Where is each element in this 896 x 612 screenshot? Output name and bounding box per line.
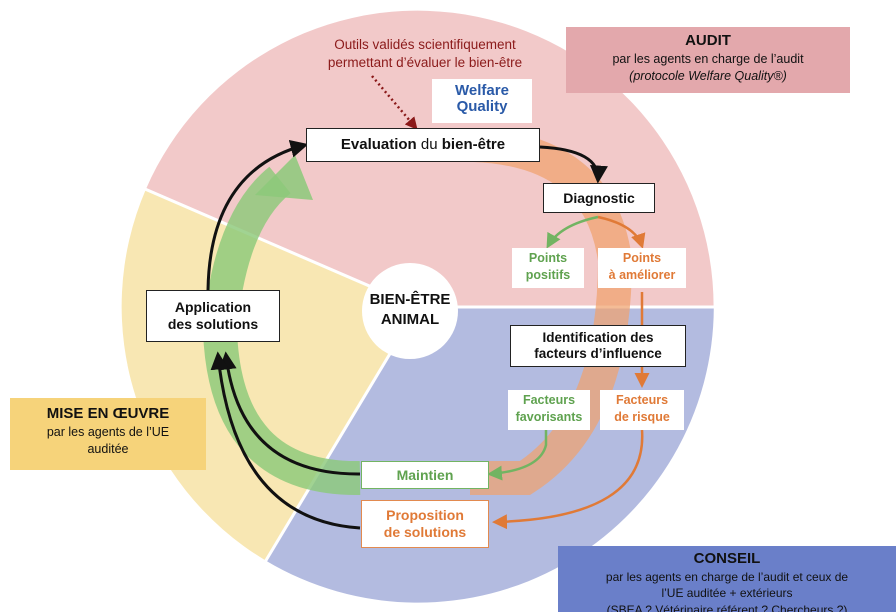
application-box: Application des solutions: [146, 290, 280, 342]
tools-note: Outils validés scientifiquement permetta…: [290, 36, 560, 72]
conseil-line1: par les agents en charge de l’audit et c…: [605, 570, 849, 585]
arrow-diagnostic-to-ameliorer: [597, 215, 646, 249]
arrow-favorisants-to-maintien: [487, 428, 548, 481]
evaluation-box: Evaluation du bien-être: [306, 128, 540, 162]
facteurs-risque-label: Facteurs de risque: [600, 390, 684, 430]
points-ameliorer-line2: à améliorer: [608, 267, 676, 282]
conseil-title: CONSEIL: [693, 550, 761, 567]
audit-line2: (protocole Welfare Quality®): [629, 69, 787, 84]
maintien-label: Maintien: [396, 466, 454, 483]
arrow-tools-to-evaluation: [371, 75, 418, 130]
mise-en-oeuvre-line2: auditée: [87, 442, 129, 457]
identification-box: Identification des facteurs d’influence: [510, 325, 686, 367]
points-positifs-line2: positifs: [525, 267, 571, 282]
mise-en-oeuvre-title: MISE EN ŒUVRE: [46, 405, 170, 422]
audit-line1: par les agents en charge de l’audit: [612, 52, 804, 67]
diagnostic-label: Diagnostic: [563, 189, 635, 206]
proposition-box: Proposition de solutions: [361, 500, 489, 548]
green-flow-band-head: [255, 155, 313, 200]
arrow-to-evaluation: [206, 139, 309, 291]
points-positifs-label: Points positifs: [512, 248, 584, 288]
mise-en-oeuvre-panel: MISE EN ŒUVRE par les agents de l’UE aud…: [10, 398, 206, 470]
arrow-risque-to-proposition: [492, 429, 644, 530]
conseil-panel: CONSEIL par les agents en charge de l’au…: [558, 546, 896, 612]
tools-note-line2: permettant d’évaluer le bien-être: [327, 55, 523, 71]
conseil-line2: l’UE auditée + extérieurs: [661, 586, 793, 601]
audit-panel: AUDIT par les agents en charge de l’audi…: [566, 27, 850, 93]
logo-line1: Welfare: [455, 82, 509, 99]
points-positifs-line1: Points: [528, 251, 568, 265]
evaluation-du: du: [416, 136, 442, 153]
facteurs-risque-line1: Facteurs: [615, 393, 669, 407]
evaluation-word: Evaluation: [340, 136, 417, 153]
arrow-maintien-to-application: [218, 351, 361, 476]
application-line2: des solutions: [167, 316, 259, 332]
logo-line2: Quality: [456, 97, 508, 115]
arrow-evaluation-to-diagnostic: [539, 145, 608, 184]
center-title-line2: ANIMAL: [380, 311, 440, 329]
maintien-box: Maintien: [361, 461, 489, 489]
bien-etre-word: bien-être: [441, 136, 506, 153]
welfare-quality-logo: Welfare Quality: [432, 79, 532, 123]
facteurs-favorisants-label: Facteurs favorisants: [508, 390, 590, 430]
audit-title: AUDIT: [685, 32, 731, 49]
facteurs-risque-line2: de risque: [614, 409, 670, 424]
center-title-line1: BIEN-ÊTRE: [369, 291, 451, 308]
points-ameliorer-line1: Points: [622, 251, 662, 265]
facteurs-favorisants-line2: favorisants: [515, 409, 583, 424]
facteurs-favorisants-line1: Facteurs: [522, 393, 576, 407]
identification-line1: Identification des: [542, 329, 654, 345]
proposition-line1: Proposition: [386, 507, 464, 524]
arrow-proposition-to-application: [210, 351, 361, 530]
proposition-line2: de solutions: [383, 524, 467, 540]
conseil-line3: (SBEA ? Vétérinaire référent ? Chercheur…: [606, 602, 848, 612]
center-circle: [362, 263, 458, 359]
application-line1: Application: [174, 299, 252, 316]
mise-en-oeuvre-line1: par les agents de l’UE: [46, 425, 170, 440]
arrow-diagnostic-to-positifs: [546, 215, 599, 249]
center-title: BIEN-ÊTRE ANIMAL: [358, 290, 462, 331]
diagnostic-box: Diagnostic: [543, 183, 655, 213]
identification-line2: facteurs d’influence: [534, 346, 662, 361]
tools-note-line1: Outils validés scientifiquement: [334, 37, 516, 52]
points-ameliorer-label: Points à améliorer: [598, 248, 686, 288]
